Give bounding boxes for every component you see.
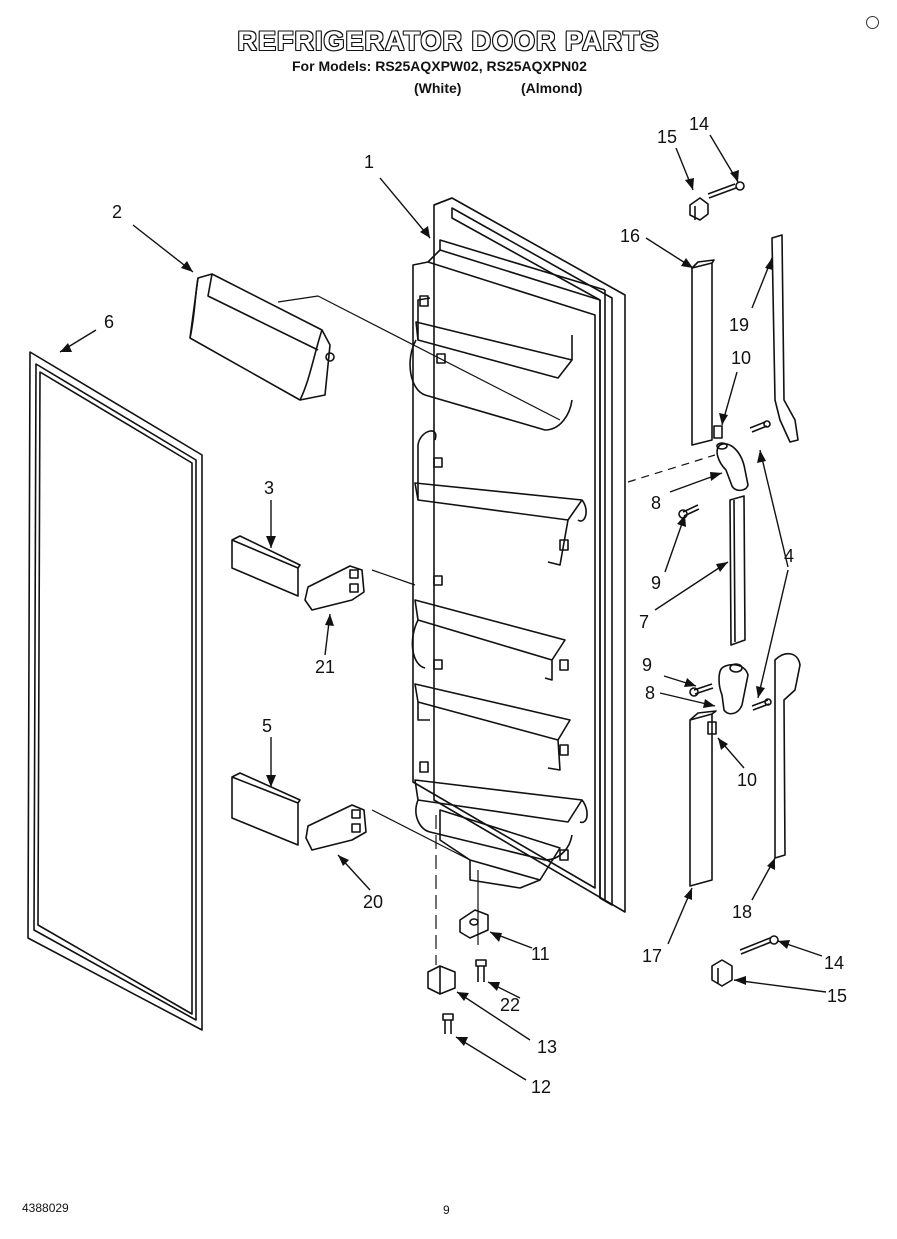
lower-clip-part-10: [707, 721, 717, 735]
upper-screws: [678, 420, 771, 519]
callout-16: 16: [620, 226, 640, 246]
document-number: 4388029: [22, 1201, 69, 1215]
lower-trim-strip-part-17: [689, 710, 717, 887]
small-bin-part-3: [231, 535, 301, 597]
callout-4: 4: [784, 546, 794, 566]
upper-trim-strip-part-16: [691, 259, 715, 446]
color-white-label: (White): [414, 80, 462, 96]
callout-6: 6: [104, 312, 114, 332]
models-line: For Models: RS25AQXPW02, RS25AQXPN02: [292, 58, 587, 74]
callout-11: 11: [531, 944, 550, 964]
bottom-hinge-bracket-part-13: [427, 965, 456, 995]
callout-14-top: 14: [689, 114, 709, 134]
page-number: 9: [443, 1203, 450, 1217]
callout-13: 13: [537, 1037, 557, 1057]
top-hinge-part-15: [689, 197, 709, 221]
callout-21: 21: [315, 657, 335, 677]
callout-8-lower: 8: [645, 683, 655, 703]
callout-9-upper: 9: [651, 573, 661, 593]
leader-arrows: [59, 134, 827, 1081]
hinge-bushing-part-11: [459, 909, 489, 939]
bottom-screw-part-14: [739, 935, 779, 955]
punch-hole-mark: [866, 16, 879, 29]
callout-1: 1: [364, 152, 374, 172]
upper-handle-bracket-part-8: [716, 442, 749, 492]
lower-screws: [689, 683, 772, 711]
callout-5: 5: [262, 716, 272, 736]
door-gasket-part: [27, 351, 203, 1031]
callout-12: 12: [531, 1077, 551, 1097]
callout-15-top: 15: [657, 127, 677, 147]
small-bin-part-5: [231, 772, 301, 846]
assembly-lines: [277, 295, 716, 965]
lower-handle-bracket-part-8: [718, 663, 749, 715]
callout-8-upper: 8: [651, 493, 661, 513]
callout-10-upper: 10: [731, 348, 751, 368]
upper-handle-trim-part-19: [771, 234, 799, 443]
upper-clip-part-10: [713, 425, 723, 439]
callout-7: 7: [639, 612, 649, 632]
bin-end-cap-part-21: [304, 565, 365, 611]
door-liner-part: [409, 197, 626, 913]
callout-22: 22: [500, 995, 520, 1015]
color-almond-label: (Almond): [521, 80, 583, 96]
bin-end-cap-part-20: [305, 804, 367, 851]
callout-19: 19: [729, 315, 749, 335]
bottom-hinge-part-15: [711, 959, 733, 987]
callout-9-lower: 9: [642, 655, 652, 675]
callout-17: 17: [642, 946, 662, 966]
top-screw-part-14: [707, 181, 745, 199]
screw-part-22: [475, 959, 487, 982]
screw-part-12: [442, 1013, 454, 1034]
middle-trim-part-7: [729, 495, 746, 646]
callout-labels: 1 2 3 4 5 6 7 8 8 9 9 10 10 11 12 13 14 …: [104, 114, 847, 1097]
callout-3: 3: [264, 478, 274, 498]
callout-15-bottom: 15: [827, 986, 847, 1006]
callout-18: 18: [732, 902, 752, 922]
callout-2: 2: [112, 202, 122, 222]
callout-20: 20: [363, 892, 383, 912]
upper-bin-cover-part: [189, 273, 335, 401]
page-title: REFRIGERATOR DOOR PARTS: [237, 26, 660, 56]
callout-10-lower: 10: [737, 770, 757, 790]
callout-14-bottom: 14: [824, 953, 844, 973]
lower-handle-trim-part-18: [774, 652, 801, 859]
arrowheads: [60, 170, 790, 1046]
